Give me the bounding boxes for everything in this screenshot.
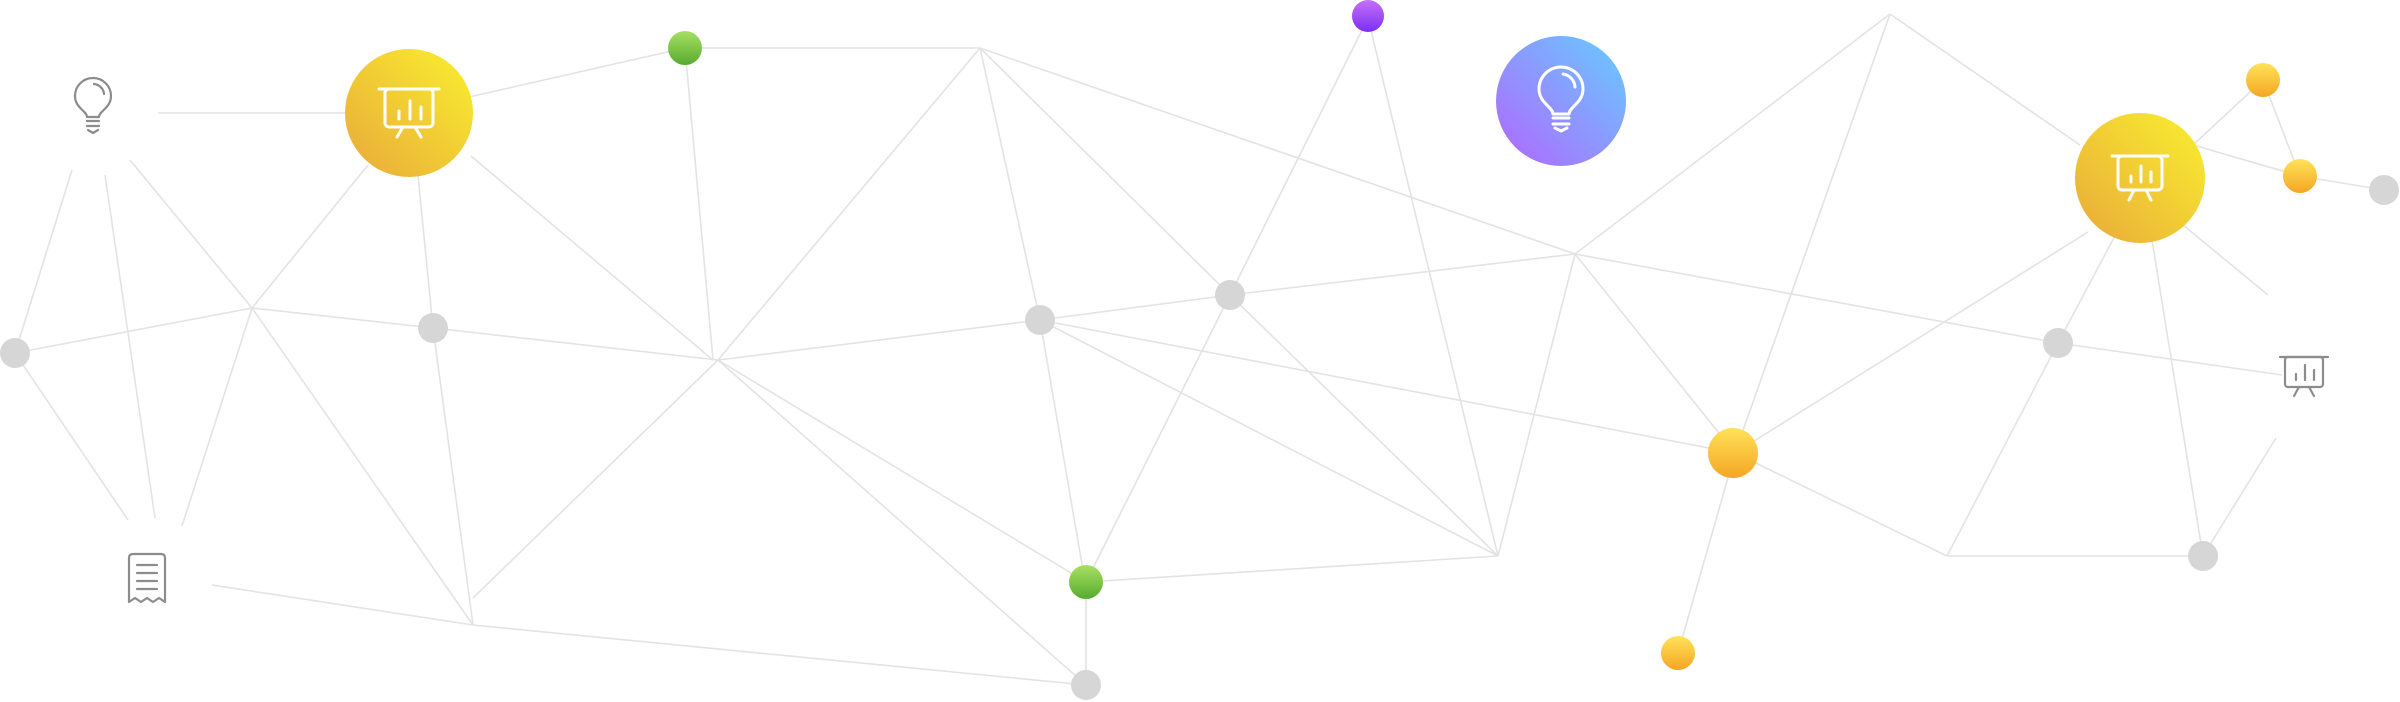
- network-edge: [717, 319, 1041, 361]
- network-node-highlight: [668, 31, 702, 65]
- network-edge: [1085, 555, 1499, 583]
- network-node-highlight: [2283, 159, 2317, 193]
- network-edge: [1574, 253, 2059, 344]
- network-edge: [1229, 253, 1576, 296]
- network-edge: [129, 159, 253, 309]
- network-edge: [472, 359, 719, 599]
- network-edge: [1946, 342, 2059, 557]
- network-edge: [1734, 452, 1948, 557]
- network-node-highlight: [1069, 565, 1103, 599]
- network-node-highlight: [1352, 0, 1384, 32]
- network-edge: [1039, 319, 1736, 454]
- network-edge: [1574, 13, 1891, 255]
- network-edge: [2057, 231, 2118, 344]
- network-node: [1215, 280, 1245, 310]
- network-edge: [2151, 239, 2204, 557]
- network-node-highlight: [2246, 63, 2280, 97]
- network-edge: [1085, 294, 1231, 583]
- network-edge: [251, 164, 369, 309]
- network-edge: [979, 47, 1576, 255]
- presentation-badge-right: [2075, 113, 2205, 243]
- network-edge: [470, 155, 714, 361]
- network-edge: [717, 47, 981, 361]
- network-edge: [979, 47, 1041, 321]
- network-edge: [416, 164, 434, 329]
- network-edge: [1039, 319, 1086, 583]
- lightbulb-icon: [73, 76, 113, 135]
- receipt-icon: [127, 552, 167, 604]
- network-edge: [251, 307, 474, 626]
- network-edge: [2176, 219, 2269, 296]
- network-edge: [468, 47, 686, 98]
- network-edge: [211, 584, 474, 626]
- network-node: [0, 338, 30, 368]
- presentation-board-icon: [2110, 154, 2170, 202]
- network-edge: [2202, 437, 2277, 557]
- network-edge: [1734, 231, 2089, 454]
- network-node: [2369, 175, 2399, 205]
- presentation-board-icon: [377, 87, 441, 139]
- network-node-highlight: [1661, 636, 1695, 670]
- network-edge: [104, 174, 156, 519]
- network-node: [2043, 328, 2073, 358]
- network-edge: [472, 624, 1087, 686]
- network-edge: [14, 307, 253, 354]
- network-edge: [2262, 79, 2301, 177]
- network-node: [418, 313, 448, 343]
- network-edge: [1229, 294, 1499, 557]
- network-edges: [14, 13, 2385, 686]
- network-edge: [1039, 294, 1231, 321]
- network-edge: [1367, 17, 1499, 557]
- network-edge: [432, 327, 719, 361]
- network-node-highlight: [1708, 428, 1758, 478]
- network-edge: [432, 327, 474, 626]
- network-edge: [1677, 452, 1736, 654]
- lightbulb-icon: [1537, 65, 1585, 133]
- network-edge: [2192, 144, 2301, 177]
- network-edge: [717, 359, 1087, 583]
- network-edge: [1574, 253, 1736, 454]
- network-node: [2188, 541, 2218, 571]
- network-edge: [251, 307, 434, 329]
- network-edge: [1229, 17, 1369, 296]
- network-edge: [1497, 253, 1576, 557]
- presentation-badge-left: [345, 49, 473, 177]
- network-edge: [717, 359, 1087, 686]
- network-edge: [14, 169, 73, 354]
- network-edge: [979, 47, 1231, 296]
- network-edge: [1734, 13, 1891, 454]
- network-edge: [1889, 13, 2081, 146]
- network-edge: [2057, 342, 2283, 376]
- network-edge: [181, 307, 253, 527]
- lightbulb-badge: [1496, 36, 1626, 166]
- presentation-board-icon: [2278, 355, 2330, 398]
- network-edge: [684, 47, 714, 361]
- network-node: [1071, 670, 1101, 700]
- network-node: [1025, 305, 1055, 335]
- network-edge: [1039, 319, 1499, 557]
- network-edge: [14, 352, 129, 521]
